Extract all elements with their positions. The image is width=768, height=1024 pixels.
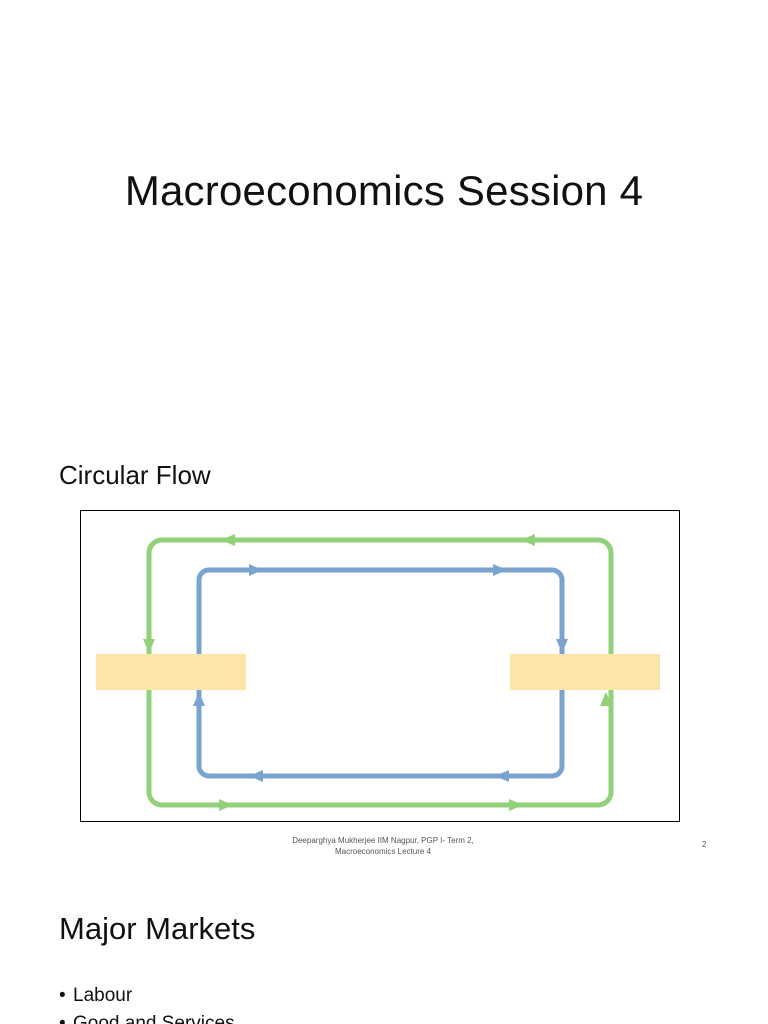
major-markets-heading: Major Markets — [59, 911, 256, 946]
session-title: Macroeconomics Session 4 — [124, 167, 644, 214]
outer-arrow-top-left — [221, 534, 235, 546]
list-item: Labour — [59, 982, 235, 1010]
list-item: Good and Services — [59, 1010, 235, 1024]
outer-arrow-bottom-left — [219, 799, 233, 811]
outer-arrow-right-up — [600, 692, 612, 706]
page-number: 2 — [702, 840, 707, 849]
inner-arrow-top-left — [249, 564, 263, 576]
outer-arrow-left-down — [143, 639, 155, 653]
outer-arrow-top-right — [521, 534, 535, 546]
inner-arrow-bottom-right — [495, 770, 509, 782]
circular-flow-heading: Circular Flow — [59, 460, 211, 490]
inner-arrow-right-down — [556, 639, 568, 653]
right-sector-box — [510, 654, 660, 690]
outer-arrow-bottom-right — [509, 799, 523, 811]
inner-flow-loop — [196, 567, 565, 779]
footer-lecture-line: Macroeconomics Lecture 4 — [334, 847, 432, 856]
inner-arrow-left-up — [193, 692, 205, 706]
inner-arrow-top-right — [493, 564, 507, 576]
left-sector-box — [96, 654, 246, 690]
circular-flow-diagram — [80, 510, 680, 822]
major-markets-list: Labour Good and Services — [59, 982, 235, 1024]
circular-flow-svg — [96, 534, 660, 811]
inner-arrow-bottom-left — [249, 770, 263, 782]
slide-footer: Deeparghya Mukherjee IIM Nagpur, PGP I- … — [250, 835, 516, 857]
footer-author-line: Deeparghya Mukherjee IIM Nagpur, PGP I- … — [292, 836, 474, 845]
